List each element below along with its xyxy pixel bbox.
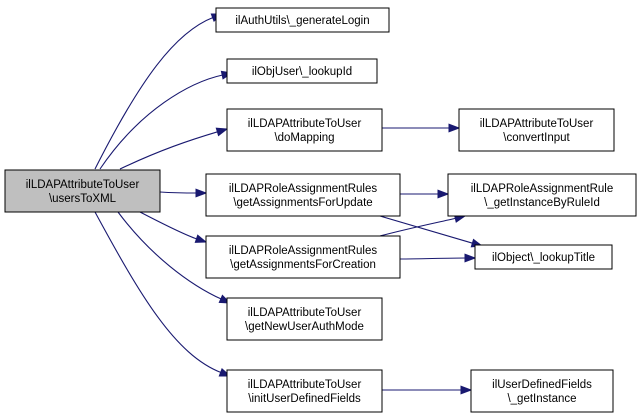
edge-line bbox=[94, 16, 214, 170]
node-label-line: ilAuthUtils\_generateLogin bbox=[235, 15, 369, 27]
node-label-line: ilLDAPRoleAssignmentRule bbox=[471, 183, 614, 195]
node-do-mapping[interactable]: ilLDAPAttributeToUser \doMapping bbox=[226, 108, 383, 152]
node-box bbox=[447, 173, 637, 217]
edge-line bbox=[399, 257, 467, 260]
edge-line bbox=[119, 131, 219, 170]
node-init-user-defined-fields[interactable]: ilLDAPAttributeToUser \initUserDefinedFie… bbox=[226, 369, 383, 413]
edge-users-to-xml-to-assignments-for-update bbox=[159, 188, 208, 198]
arrowhead-icon bbox=[448, 123, 461, 133]
edge-line bbox=[99, 74, 224, 170]
node-label-line: ilLDAPRoleAssignmentRules bbox=[229, 183, 378, 195]
node-users-to-xml[interactable]: ilLDAPAttributeToUser \usersToXML bbox=[4, 169, 161, 213]
node-box bbox=[474, 244, 613, 270]
arrowhead-icon bbox=[460, 385, 473, 395]
edge-line bbox=[117, 211, 223, 300]
arrowhead-icon bbox=[194, 234, 208, 243]
node-label-line: \usersToXML bbox=[49, 193, 117, 205]
edge-do-mapping-to-convert-input bbox=[381, 123, 461, 133]
node-box bbox=[470, 369, 614, 413]
node-label-line: ilObjUser\_lookupId bbox=[252, 66, 352, 78]
edge-assignments-for-update-to-instance-by-rule-id bbox=[399, 189, 450, 199]
node-box bbox=[205, 173, 401, 217]
node-box bbox=[215, 7, 390, 33]
edge-assignments-for-creation-to-instance-by-rule-id bbox=[379, 214, 467, 237]
node-label-line: \doMapping bbox=[274, 132, 334, 144]
node-box bbox=[458, 108, 615, 152]
node-box bbox=[226, 369, 383, 413]
edge-users-to-xml-to-assignments-for-creation bbox=[139, 211, 208, 243]
edge-users-to-xml-to-generate-login bbox=[94, 13, 224, 170]
node-label-line: ilLDAPRoleAssignmentRules bbox=[229, 245, 378, 257]
node-convert-input[interactable]: ilLDAPAttributeToUser \convertInput bbox=[458, 108, 615, 152]
node-box bbox=[205, 235, 401, 279]
node-box bbox=[226, 297, 383, 341]
node-label-line: \getAssignmentsForCreation bbox=[230, 259, 376, 271]
edge-line bbox=[159, 191, 198, 194]
node-label-line: \_getInstanceByRuleId bbox=[484, 197, 600, 209]
node-box bbox=[4, 169, 161, 213]
node-instance-by-rule-id[interactable]: ilLDAPRoleAssignmentRule \_getInstanceByR… bbox=[447, 173, 637, 217]
edge-line bbox=[379, 215, 474, 244]
node-label-line: ilLDAPAttributeToUser bbox=[480, 118, 594, 130]
edge-line bbox=[139, 211, 198, 240]
node-label-line: ilLDAPAttributeToUser bbox=[26, 179, 140, 191]
node-label-line: ilObject\_lookupTitle bbox=[492, 252, 595, 264]
node-udf-get-instance[interactable]: ilUserDefinedFields \_getInstance bbox=[470, 369, 614, 413]
node-assignments-for-update[interactable]: ilLDAPRoleAssignmentRules \getAssignments… bbox=[205, 173, 401, 217]
edge-users-to-xml-to-lookup-id bbox=[99, 70, 234, 170]
node-label-line: \initUserDefinedFields bbox=[248, 393, 361, 405]
edge-line bbox=[94, 211, 222, 374]
node-lookup-title[interactable]: ilObject\_lookupTitle bbox=[474, 244, 613, 270]
node-generate-login[interactable]: ilAuthUtils\_generateLogin bbox=[215, 7, 390, 33]
edge-line bbox=[379, 217, 457, 237]
node-label-line: ilLDAPAttributeToUser bbox=[248, 379, 362, 391]
arrowhead-icon bbox=[215, 127, 229, 137]
node-box bbox=[226, 58, 378, 84]
node-label-line: ilLDAPAttributeToUser bbox=[248, 307, 362, 319]
node-lookup-id[interactable]: ilObjUser\_lookupId bbox=[226, 58, 378, 84]
edge-users-to-xml-to-do-mapping bbox=[119, 127, 229, 170]
arrowhead-icon bbox=[195, 188, 208, 198]
node-assignments-for-creation[interactable]: ilLDAPRoleAssignmentRules \getAssignments… bbox=[205, 235, 401, 279]
arrowhead-icon bbox=[437, 189, 450, 199]
node-label-line: ilLDAPAttributeToUser bbox=[248, 118, 362, 130]
node-new-user-auth-mode[interactable]: ilLDAPAttributeToUser \getNewUserAuthMode bbox=[226, 297, 383, 341]
node-label-line: \getNewUserAuthMode bbox=[245, 321, 364, 333]
edge-assignments-for-creation-to-lookup-title bbox=[399, 253, 477, 263]
arrowhead-icon bbox=[464, 253, 477, 263]
node-label-line: \getAssignmentsForUpdate bbox=[233, 197, 372, 209]
node-label-line: \convertInput bbox=[503, 132, 570, 144]
edge-init-user-defined-fields-to-udf-get-instance bbox=[382, 385, 473, 395]
node-box bbox=[226, 108, 383, 152]
node-label-line: \_getInstance bbox=[507, 393, 576, 405]
node-label-line: ilUserDefinedFields bbox=[492, 379, 592, 391]
call-nodes: ilLDAPAttributeToUser \usersToXML ilAuthUt… bbox=[4, 7, 637, 413]
